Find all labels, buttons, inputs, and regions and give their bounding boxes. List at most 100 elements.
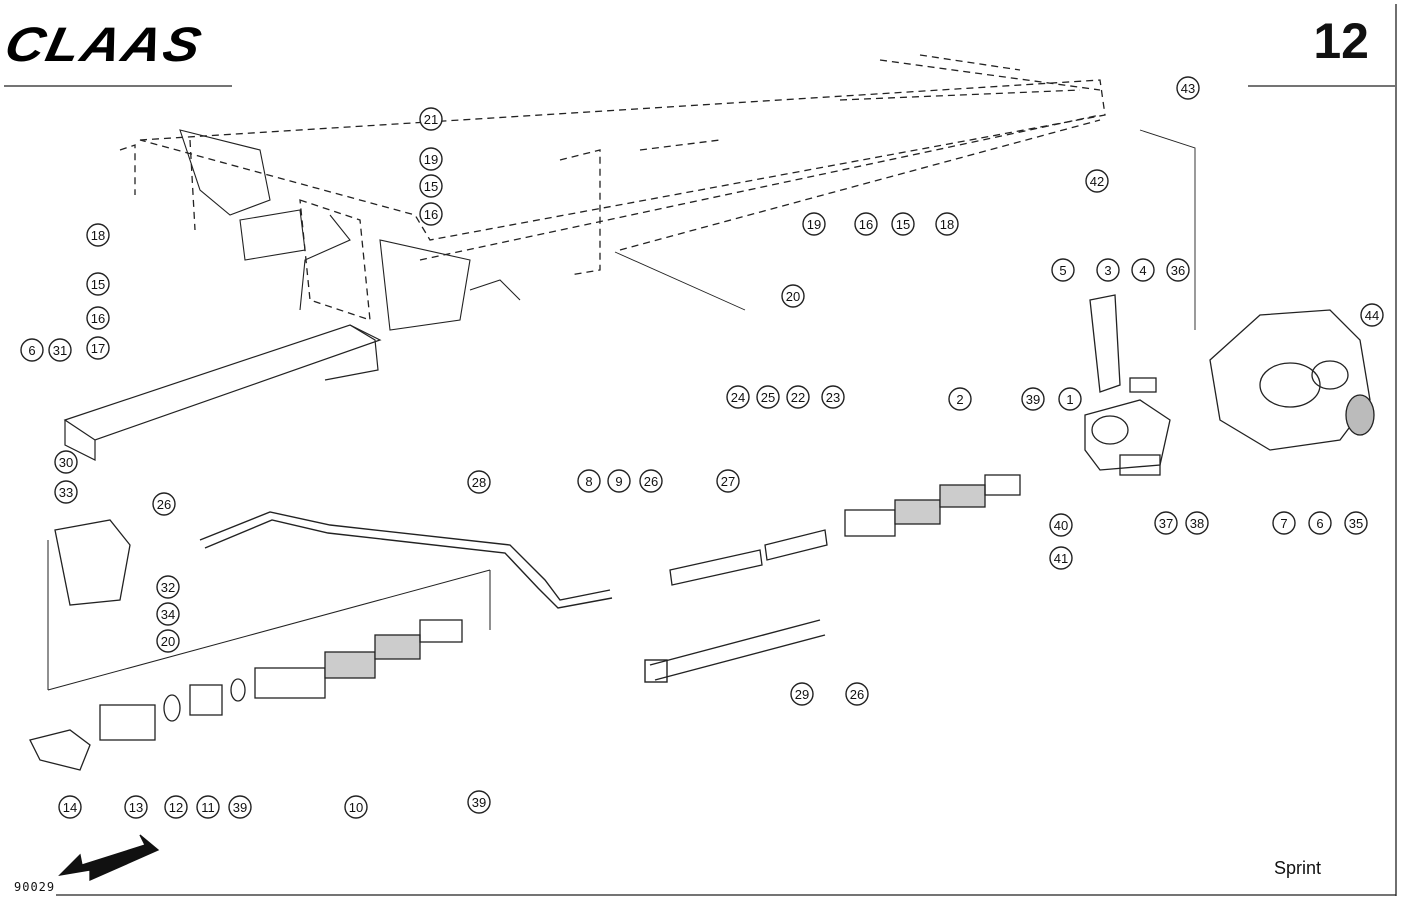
callout-label: 31 [53, 343, 67, 358]
callout-bubble: 24 [726, 385, 750, 409]
callout-label: 20 [161, 634, 175, 649]
travel-direction-arrow [58, 834, 160, 881]
callout-bubble: 19 [802, 212, 826, 236]
callout-label: 18 [940, 217, 954, 232]
callout-circle [54, 480, 78, 504]
cross-member [63, 324, 382, 461]
callout-label: 16 [859, 217, 873, 232]
callout-label: 15 [424, 179, 438, 194]
callout-bubble: 18 [935, 212, 959, 236]
callout-bubble: 39 [228, 795, 252, 819]
callout-circle [845, 682, 869, 706]
seal-12 [163, 694, 181, 722]
callout-circle [786, 385, 810, 409]
callout-bubble: 16 [86, 306, 110, 330]
callout-label: 30 [59, 455, 73, 470]
callout-label: 20 [786, 289, 800, 304]
callout-bubble: 15 [891, 212, 915, 236]
callout-circle [854, 212, 878, 236]
gearbox-housing [1209, 309, 1375, 451]
callout-circle [716, 469, 740, 493]
callout-circle [344, 795, 368, 819]
dust-cap-14 [29, 729, 91, 771]
callout-bubble: 15 [419, 174, 443, 198]
callout-label: 42 [1090, 174, 1104, 189]
callout-circle [1308, 511, 1332, 535]
callout-label: 39 [472, 795, 486, 810]
callout-label: 29 [795, 687, 809, 702]
callout-bubble: 23 [821, 385, 845, 409]
callout-bubble: 35 [1344, 511, 1368, 535]
callout-label: 16 [91, 311, 105, 326]
callout-circle [156, 575, 180, 599]
callout-bubble: 39 [1021, 387, 1045, 411]
callout-circle [726, 385, 750, 409]
callout-label: 26 [850, 687, 864, 702]
callout-bubble: 14 [58, 795, 82, 819]
callout-bubble: 32 [156, 575, 180, 599]
callout-circle [1021, 387, 1045, 411]
callout-bubble: 12 [164, 795, 188, 819]
callout-circle [1185, 511, 1209, 535]
callout-bubble: 9 [607, 469, 631, 493]
callout-label: 27 [721, 474, 735, 489]
callout-bubble: 26 [845, 682, 869, 706]
callout-label: 24 [731, 390, 745, 405]
seal-39-lower [230, 678, 246, 702]
reference-leader-1 [614, 251, 746, 311]
callout-circle [607, 469, 631, 493]
callout-label: 19 [807, 217, 821, 232]
drawing-number: 90029 [14, 880, 56, 894]
callout-bubble: 44 [1360, 303, 1384, 327]
callout-label: 19 [424, 152, 438, 167]
callout-circle [756, 385, 780, 409]
callout-label: 14 [63, 800, 77, 815]
callout-bubble: 5 [1051, 258, 1075, 282]
callout-bubble: 10 [344, 795, 368, 819]
callout-label: 21 [424, 112, 438, 127]
callout-bubble: 19 [419, 147, 443, 171]
callout-label: 3 [1104, 263, 1111, 278]
callout-bubble: 38 [1185, 511, 1209, 535]
callout-bubble: 26 [152, 492, 176, 516]
callout-circle [86, 306, 110, 330]
bracket-32 [54, 519, 131, 606]
callout-circle [86, 223, 110, 247]
callout-bubble: 43 [1176, 76, 1200, 100]
callout-bubble: 41 [1049, 546, 1073, 570]
callout-circle [1360, 303, 1384, 327]
callout-label: 11 [201, 800, 215, 815]
callout-bubble: 2 [948, 387, 972, 411]
callout-label: 34 [161, 607, 175, 622]
callout-label: 32 [161, 580, 175, 595]
callout-circle [1096, 258, 1120, 282]
callout-bubble: 18 [86, 223, 110, 247]
callout-bubble: 7 [1272, 511, 1296, 535]
callout-circle [124, 795, 148, 819]
pipe-29 [644, 619, 826, 683]
callout-label: 22 [791, 390, 805, 405]
callout-label: 41 [1054, 551, 1068, 566]
callout-bubble: 16 [419, 202, 443, 226]
callout-circle [1272, 511, 1296, 535]
callout-label: 39 [233, 800, 247, 815]
callout-circle [891, 212, 915, 236]
callout-bubble: 16 [854, 212, 878, 236]
callout-circle [467, 470, 491, 494]
callout-bubble: 36 [1166, 258, 1190, 282]
callout-circle [467, 790, 491, 814]
callout-circle [86, 272, 110, 296]
hose-assembly-2 [844, 474, 1021, 537]
group-outline-base [47, 569, 491, 691]
callout-label: 6 [1316, 516, 1323, 531]
callout-bubble: 1 [1058, 387, 1082, 411]
callout-circle [419, 174, 443, 198]
callout-circle [156, 602, 180, 626]
callout-bubble: 13 [124, 795, 148, 819]
callout-label: 2 [956, 392, 963, 407]
pipe-28 [199, 511, 613, 609]
callout-circle [639, 469, 663, 493]
